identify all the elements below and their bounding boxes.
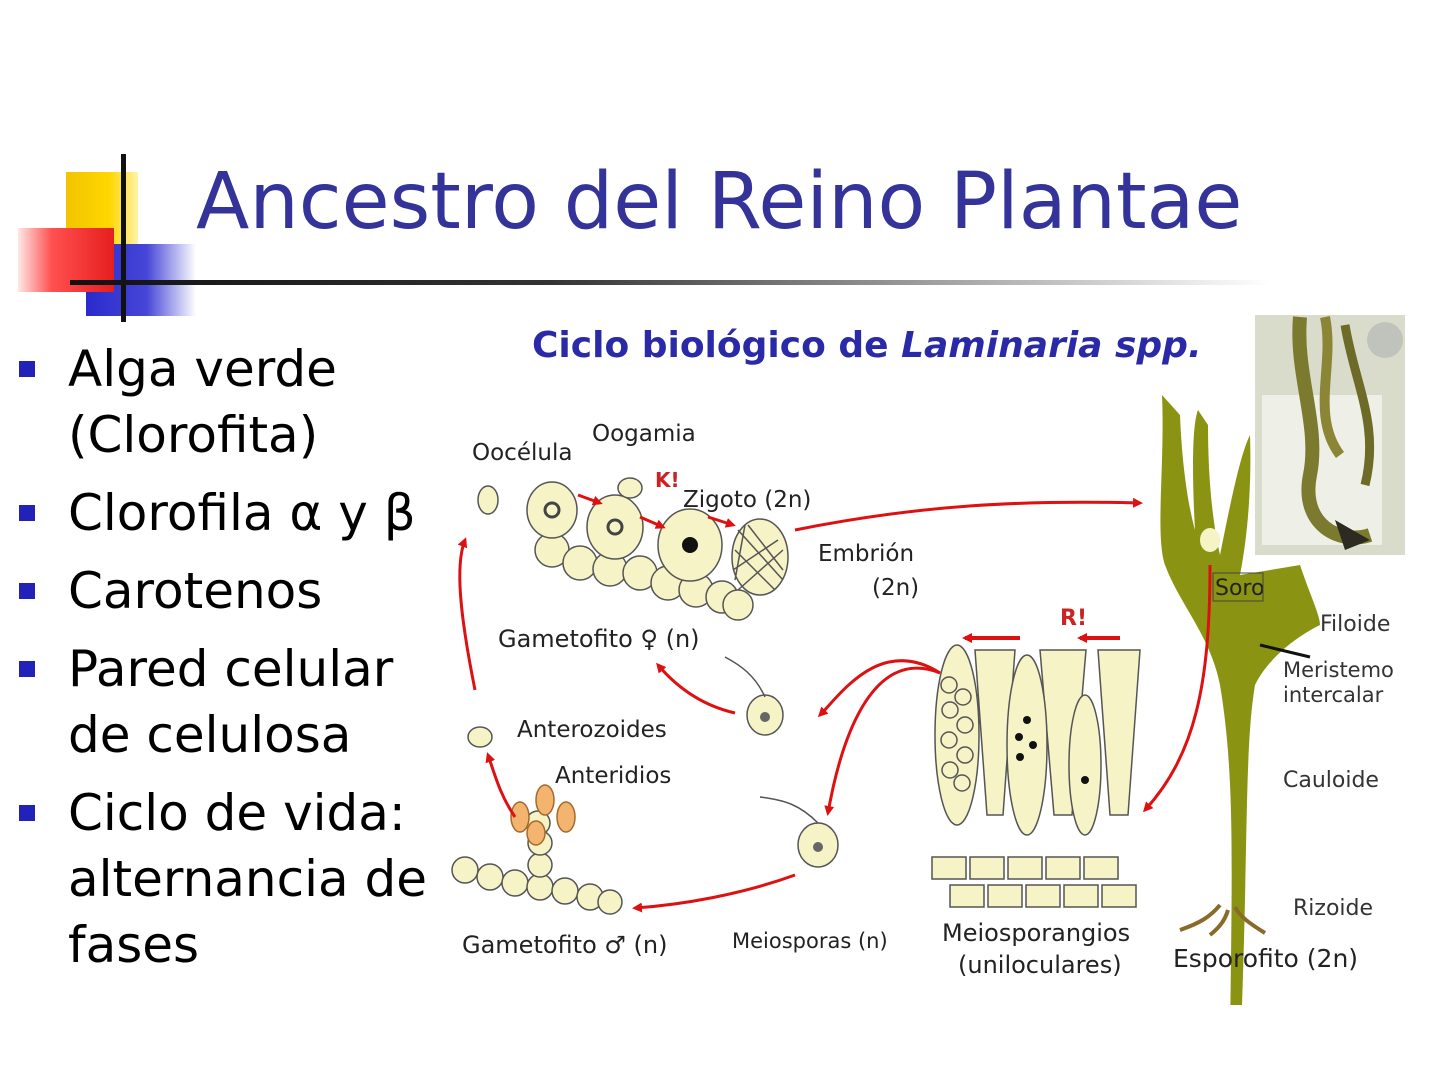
bullet-item: Carotenos [16, 558, 436, 624]
k-label: K! [655, 468, 680, 492]
bullet-item: Ciclo de vida: alternancia de fases [16, 780, 436, 978]
filoide-label: Filoide [1320, 612, 1390, 637]
anteridios-label: Anteridios [555, 763, 671, 789]
gametofito-f-label: Gametofito ♀ (n) [498, 625, 700, 653]
bullet-square-icon [19, 805, 35, 821]
antheridia [510, 784, 576, 846]
bullet-list: Alga verde (Clorofita) Clorofila α y β C… [16, 336, 436, 990]
intercalar-label: intercalar [1283, 683, 1384, 707]
bullet-square-icon [19, 661, 35, 677]
logo-vertical-line [121, 154, 126, 322]
title-underline [70, 280, 1270, 285]
meiospores [746, 694, 839, 868]
oogamia-label: Oogamia [592, 421, 696, 447]
female-gametophyte [477, 477, 789, 621]
esporofito-label: Esporofito (2n) [1173, 944, 1358, 973]
bullet-square-icon [19, 361, 35, 377]
kelp-photo [1255, 315, 1405, 555]
rizoide-label: Rizoide [1293, 896, 1373, 921]
embrion-label: Embrión [818, 541, 914, 567]
bullet-item: Alga verde (Clorofita) [16, 336, 436, 468]
embrion-n-label: (2n) [872, 575, 919, 601]
diagram-title: Ciclo biológico de Laminaria spp. [532, 325, 1202, 366]
r-label: R! [1060, 606, 1087, 631]
meiosporas-label: Meiosporas (n) [732, 929, 888, 953]
slide-title: Ancestro del Reino Plantae [196, 157, 1243, 247]
uniloculares-label: (uniloculares) [958, 951, 1122, 979]
bullet-square-icon [19, 505, 35, 521]
meristemo-label: Meristemo [1283, 658, 1394, 682]
zigoto-label: Zigoto (2n) [683, 487, 811, 513]
sporophyte-kelp [1160, 395, 1320, 1005]
gametofito-m-label: Gametofito ♂ (n) [462, 931, 667, 959]
cauloide-label: Cauloide [1283, 768, 1379, 793]
bullet-item: Clorofila α y β [16, 480, 436, 546]
oocelula-label: Oocélula [472, 440, 572, 466]
bullet-square-icon [19, 583, 35, 599]
meiosporangia [931, 644, 1141, 908]
anterozoides-label: Anterozoides [517, 717, 667, 743]
meiosporangios-label: Meiosporangios [942, 919, 1130, 947]
life-cycle-diagram: Ciclo biológico de Laminaria spp. Soro F… [451, 315, 1405, 1005]
soro-label: Soro [1215, 576, 1264, 601]
bullet-item: Pared celular de celulosa [16, 636, 436, 768]
